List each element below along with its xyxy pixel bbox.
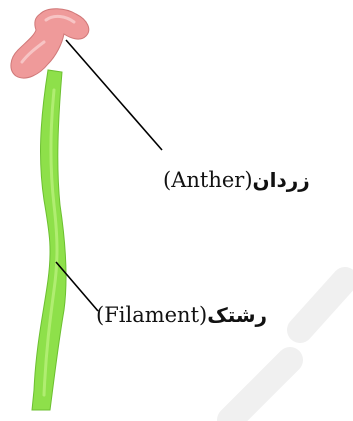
watermark	[230, 280, 345, 420]
anther	[11, 9, 89, 78]
anther-leader-line	[66, 40, 162, 150]
filament-urdu-label: رشتک	[207, 303, 267, 327]
anther-english-label: (Anther)	[163, 168, 253, 192]
filament-label: (Filament)رشتک	[96, 303, 267, 327]
anther-label: (Anther)زردان	[163, 168, 310, 192]
filament-english-label: (Filament)	[96, 303, 207, 327]
anther-urdu-label: زردان	[253, 168, 310, 192]
filament	[32, 70, 66, 410]
